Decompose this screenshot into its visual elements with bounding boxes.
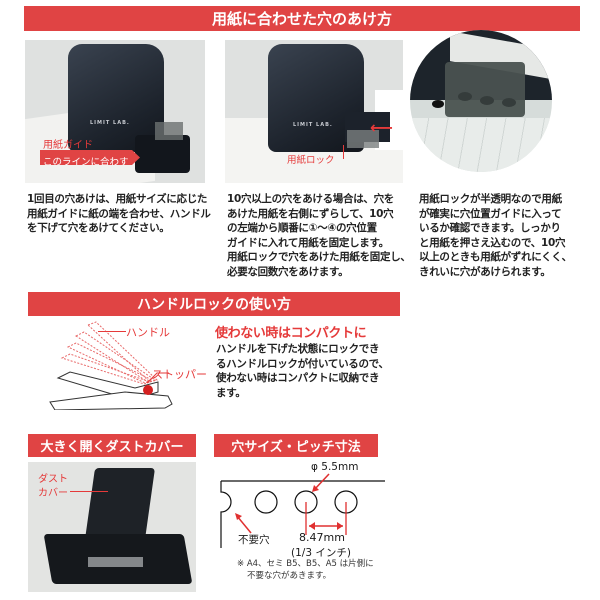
unneeded-hole-label: 不要穴 xyxy=(238,534,270,546)
handle-lock-description: ハンドルを下げた状態にロックでき るハンドルロックが付いているので、 使わない時… xyxy=(216,343,389,399)
hole-punch-device-image: LIMIT LAB. xyxy=(68,44,164,152)
section-title: 穴サイズ・ピッチ寸法 xyxy=(231,440,361,455)
label-handle: ハンドル xyxy=(126,326,170,339)
label-dust-cover-line2: カバー xyxy=(38,488,68,499)
label-align-line-banner: このラインに合わす xyxy=(40,150,140,165)
section-header-hole-size: 穴サイズ・ピッチ寸法 xyxy=(214,434,378,457)
brand-logo: LIMIT LAB. xyxy=(90,120,130,126)
photo-paper-guide: LIMIT LAB. 用紙ガイド このラインに合わす xyxy=(25,40,205,183)
photo-paper-lock-closeup xyxy=(410,30,552,172)
dust-cover-leader-line xyxy=(70,491,108,492)
section-title: 用紙に合わせた穴のあけ方 xyxy=(211,10,392,28)
photo-paper-lock: LIMIT LAB. ⟵ 用紙ロック xyxy=(225,40,403,183)
arrow-left-icon: ⟵ xyxy=(370,118,393,137)
section-title: 大きく開くダストカバー xyxy=(40,440,184,455)
section-header-dust-cover: 大きく開くダストカバー xyxy=(28,434,196,457)
hole-pitch-diagram xyxy=(220,473,385,548)
caption-lock-closeup: 用紙ロックが半透明なので用紙 が確実に穴位置ガイドに入って いるか確認できます。… xyxy=(419,193,572,278)
handle-lock-diagram xyxy=(49,321,173,410)
label-stopper: ストッパー xyxy=(152,368,207,381)
label-dust-cover-line1: ダスト xyxy=(38,474,68,485)
photo-dust-cover: ダスト カバー xyxy=(28,462,196,592)
pitch-mm-label: 8.47mm xyxy=(299,531,345,544)
section-header-paper-punching: 用紙に合わせた穴のあけ方 xyxy=(24,6,580,31)
pitch-inch-label: (1/3 インチ) xyxy=(291,547,351,559)
handle-lock-headline: 使わない時はコンパクトに xyxy=(215,326,367,341)
stopper-leader-line xyxy=(146,372,169,384)
hole-diameter-label: φ 5.5mm xyxy=(311,461,359,473)
hole-note: ※ A4、セミ B5、B5、A5 は片側に 不要な穴があきます。 xyxy=(237,559,374,581)
label-paper-guide: 用紙ガイド xyxy=(43,140,93,151)
section-title: ハンドルロックの使い方 xyxy=(137,297,291,313)
caption-paper-guide: 1回目の穴あけは、用紙サイズに応じた 用紙ガイドに紙の端を合わせ、ハンドル を下… xyxy=(27,193,211,234)
handle-leader-line xyxy=(98,331,126,332)
section-header-handle-lock: ハンドルロックの使い方 xyxy=(28,292,400,316)
label-paper-lock: 用紙ロック xyxy=(287,155,335,166)
caption-paper-lock: 10穴以上の穴をあける場合は、穴を あけた用紙を右側にずらして、10穴 の左端か… xyxy=(227,193,411,278)
brand-logo: LIMIT LAB. xyxy=(293,122,333,128)
